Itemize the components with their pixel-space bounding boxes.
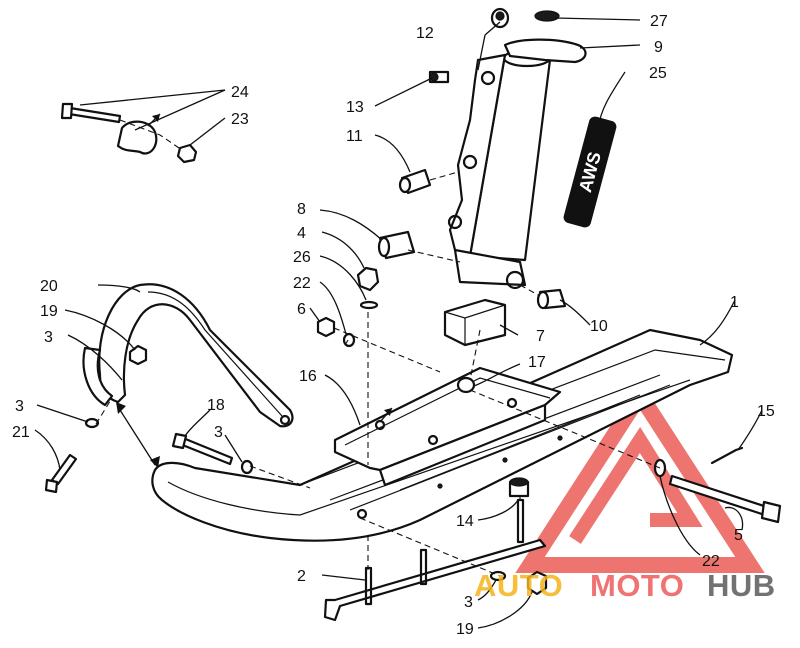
- callout-10: 10: [590, 318, 608, 335]
- callout-25: 25: [649, 65, 667, 82]
- callout-8: 8: [297, 201, 306, 218]
- grease-fitting-13: [428, 70, 450, 84]
- callout-22-bottom: 22: [702, 553, 720, 570]
- nut-19-bottom: [526, 570, 548, 596]
- callout-5: 5: [734, 527, 743, 544]
- callout-26: 26: [293, 249, 311, 266]
- aws-decal: AWS: [563, 116, 617, 228]
- washer-26: [359, 300, 379, 310]
- callout-4: 4: [297, 225, 306, 242]
- callout-9: 9: [654, 39, 663, 56]
- bolt-24: [60, 102, 122, 124]
- callout-3-handle: 3: [44, 329, 53, 346]
- callout-19-bottom: 19: [456, 621, 474, 638]
- ski-saddle: [333, 366, 562, 487]
- ski-handle: [82, 283, 294, 428]
- watermark-auto: AUTO: [474, 568, 563, 603]
- callout-labels: 12 27 9 25 24 23 13 11 8 4 26 22 6 20 19…: [12, 13, 775, 638]
- bushing-11: [398, 168, 432, 195]
- callout-12: 12: [416, 25, 434, 42]
- callout-14: 14: [456, 513, 474, 530]
- nut-6: [316, 316, 336, 338]
- clamp-bracket: [116, 120, 158, 155]
- washer-17: [456, 376, 476, 394]
- watermark-text: AUTO MOTO HUB: [474, 568, 776, 603]
- wear-bar: [323, 498, 547, 622]
- cap-27: [534, 10, 560, 22]
- callout-7: 7: [536, 328, 545, 345]
- callout-17: 17: [528, 354, 546, 371]
- nut-23: [176, 143, 198, 164]
- bolt-18: [171, 432, 234, 466]
- callout-3-bolt18: 3: [214, 424, 223, 441]
- leader-lines: [34, 17, 763, 629]
- callout-16: 16: [299, 368, 317, 385]
- washer-3-18: [240, 459, 254, 475]
- callout-1: 1: [730, 294, 739, 311]
- callout-24: 24: [231, 84, 249, 101]
- spacer-14: [508, 477, 530, 498]
- block-7: [443, 298, 507, 347]
- bolt-21: [44, 453, 78, 494]
- callout-3-bottom: 3: [464, 594, 473, 611]
- callout-23: 23: [231, 111, 249, 128]
- nut-4: [356, 266, 380, 292]
- washer-3-21: [84, 417, 100, 429]
- callout-15: 15: [757, 403, 775, 420]
- callout-18: 18: [207, 397, 225, 414]
- nut-19-handle: [128, 344, 148, 366]
- watermark-hub: HUB: [707, 568, 776, 603]
- spindle: [447, 38, 587, 290]
- callout-21: 21: [12, 424, 30, 441]
- callout-19-top: 19: [40, 303, 58, 320]
- bolt-5: [668, 474, 782, 524]
- callout-22-top: 22: [293, 275, 311, 292]
- callout-13: 13: [346, 99, 364, 116]
- watermark-moto: MOTO: [590, 568, 684, 603]
- callout-2: 2: [297, 568, 306, 585]
- bushing-8: [377, 230, 416, 260]
- callout-3-left: 3: [15, 398, 24, 415]
- callout-11: 11: [346, 128, 363, 145]
- callout-27: 27: [650, 13, 668, 30]
- assembly-lines: [95, 113, 661, 577]
- callout-6: 6: [297, 301, 306, 318]
- cotter-pin-15: [710, 446, 744, 465]
- watermark-logo: [515, 380, 765, 573]
- bushing-10: [536, 288, 567, 310]
- callout-20: 20: [40, 278, 58, 295]
